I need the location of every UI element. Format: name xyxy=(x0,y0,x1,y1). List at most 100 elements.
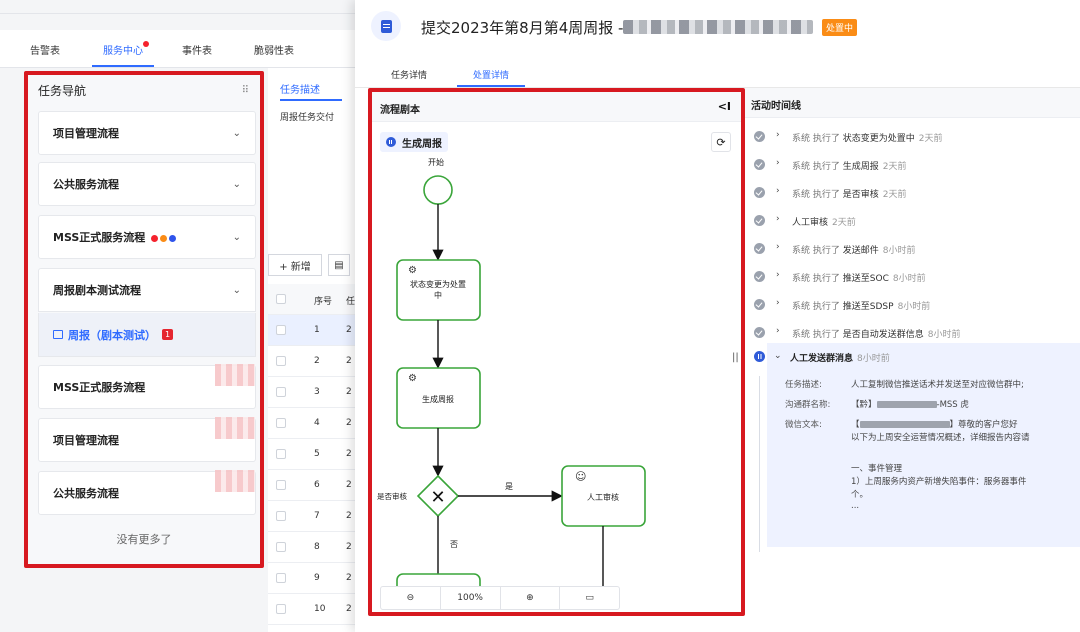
chevron-right-icon[interactable]: › xyxy=(776,242,780,252)
row-index: 2 xyxy=(314,356,320,366)
collapse-panel-icon[interactable]: <I xyxy=(717,100,731,113)
row-checkbox[interactable] xyxy=(276,325,286,335)
chevron-down-icon[interactable]: ⌄ xyxy=(774,351,782,361)
tab-handling-details[interactable]: 处置详情 xyxy=(473,71,510,81)
chevron-right-icon[interactable]: › xyxy=(776,158,780,168)
chevron-right-icon[interactable]: › xyxy=(776,186,780,196)
start-event[interactable] xyxy=(423,175,453,205)
row-checkbox[interactable] xyxy=(276,449,286,459)
row-checkbox[interactable] xyxy=(276,511,286,521)
detail-line: 以下为上周安全运营情况概述，详细报告内容请 xyxy=(851,433,1030,443)
nav-item-project-management-2[interactable]: 项目管理流程 xyxy=(38,417,256,462)
tab-task-details[interactable]: 任务详情 xyxy=(391,71,428,81)
tab-task-description[interactable]: 任务描述 xyxy=(280,85,320,96)
active-tab-indicator xyxy=(280,99,342,101)
list-toolbar: + 新增 ▤ xyxy=(268,254,355,278)
chevron-right-icon[interactable]: › xyxy=(776,326,780,336)
drag-handle-icon[interactable]: ⠿ xyxy=(241,84,250,96)
row-checkbox[interactable] xyxy=(276,542,286,552)
row-checkbox[interactable] xyxy=(276,387,286,397)
count-badge: 1 xyxy=(162,329,174,340)
detail-value: 【 xyxy=(851,420,860,430)
nav-item-project-management[interactable]: 项目管理流程 ⌄ xyxy=(38,111,256,155)
zoom-in-icon[interactable]: ⊕ xyxy=(501,587,561,609)
flow-header: 流程剧本 <I xyxy=(372,92,741,122)
nav-header: 任务导航 ⠿ xyxy=(28,75,260,105)
row-checkbox[interactable] xyxy=(276,418,286,428)
gateway-x-icon: ✕ xyxy=(430,487,445,508)
flow-canvas[interactable]: 开始 ⚙ 状态变更为处置 中 ⚙ 生成周报 ✕ xyxy=(372,122,741,592)
start-event-label: 开始 xyxy=(428,157,444,167)
nav-sub-item-weekly-report[interactable]: 周报（剧本测试） 1 xyxy=(38,313,256,357)
nav-item-label: 公共服务流程 xyxy=(53,178,119,191)
task-label: 生成周报 xyxy=(422,394,454,404)
chevron-right-icon[interactable]: › xyxy=(776,270,780,280)
nav-item-mss-formal-2[interactable]: MSS正式服务流程 xyxy=(38,364,256,409)
row-checkbox[interactable] xyxy=(276,604,286,614)
blurred-thumbnail xyxy=(215,470,255,492)
nav-item-label: 周报剧本测试流程 xyxy=(53,284,141,297)
row-truncated-cell: 2 xyxy=(346,573,352,583)
tab-vulnerability[interactable]: 脆弱性表 xyxy=(254,46,294,57)
nav-item-public-service[interactable]: 公共服务流程 ⌄ xyxy=(38,162,256,206)
chevron-right-icon[interactable]: › xyxy=(776,298,780,308)
fit-view-icon[interactable]: ▭ xyxy=(585,593,594,603)
drawer-title: 提交2023年第8月第4周周报 - xyxy=(421,19,624,37)
row-checkbox[interactable] xyxy=(276,480,286,490)
active-tab-indicator xyxy=(457,85,525,87)
check-circle-icon xyxy=(754,131,765,142)
nav-item-label: 项目管理流程 xyxy=(53,434,119,447)
chevron-right-icon[interactable]: › xyxy=(776,130,780,140)
copy-icon[interactable]: ▤ xyxy=(328,254,350,276)
nav-item-label: MSS正式服务流程 xyxy=(53,381,146,394)
nav-item-mss-formal[interactable]: MSS正式服务流程 ⌄ xyxy=(38,215,256,259)
timeline-actor: 系统 xyxy=(792,274,811,284)
zoom-out-icon[interactable]: ⊖ xyxy=(381,587,441,609)
module-tabs: 告警表 服务中心 事件表 脆弱性表 xyxy=(0,30,355,68)
tab-alerts[interactable]: 告警表 xyxy=(30,46,60,57)
check-circle-icon xyxy=(754,299,765,310)
row-truncated-cell: 2 xyxy=(346,356,352,366)
redacted-text xyxy=(876,401,937,408)
select-all-checkbox[interactable] xyxy=(276,294,286,304)
gear-icon: ⚙ xyxy=(408,265,417,276)
refresh-icon[interactable]: ⟳ xyxy=(711,132,731,152)
row-index: 7 xyxy=(314,511,320,521)
tab-service-center[interactable]: 服务中心 xyxy=(103,46,143,57)
detail-line: 1）上周服务内资产新增失陷事件：服务器事件 xyxy=(851,477,1027,487)
panel-splitter-icon[interactable]: || xyxy=(732,352,739,363)
chevron-right-icon[interactable]: › xyxy=(776,214,780,224)
nav-item-weekly-report-test[interactable]: 周报剧本测试流程 ⌄ xyxy=(38,268,256,312)
task-label: 中 xyxy=(434,290,442,300)
nav-item-public-service-2[interactable]: 公共服务流程 xyxy=(38,470,256,515)
tab-events[interactable]: 事件表 xyxy=(182,46,212,57)
detail-value-suffix: 】尊敬的客户您好 xyxy=(949,420,1018,430)
add-button[interactable]: + 新增 xyxy=(268,254,322,276)
row-checkbox[interactable] xyxy=(276,573,286,583)
row-checkbox[interactable] xyxy=(276,356,286,366)
flow-script-panel: 流程剧本 <I 开始 ⚙ 状态变更为处置 xyxy=(368,88,745,616)
detail-line: 一、事件管理 xyxy=(851,464,903,474)
timeline-actor: 系统 xyxy=(792,330,811,340)
